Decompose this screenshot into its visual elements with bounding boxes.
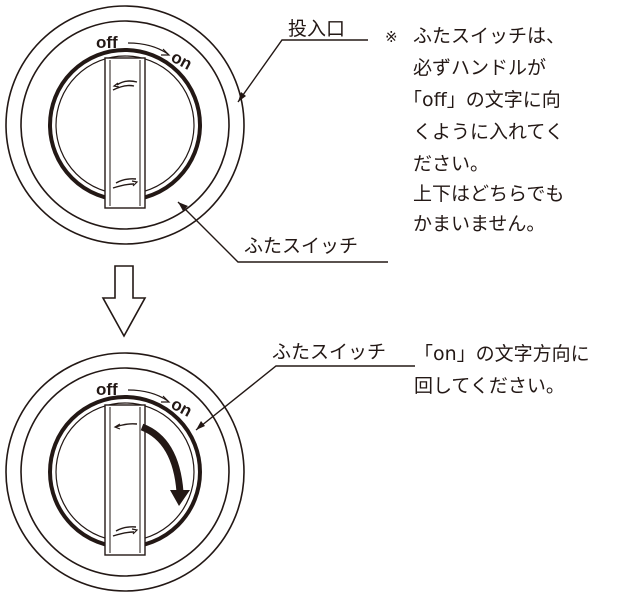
top-dial-outer-ring [5, 5, 245, 245]
top-dial-indicator-arrow [127, 42, 169, 55]
top-note-line: かまいません。 [413, 213, 545, 235]
bottom-note: 「on」の文字方向に 回してください。 [414, 343, 590, 397]
bottom-dial-indicator-arrow [127, 389, 169, 402]
bottom-note-line: 回してください。 [414, 375, 565, 397]
rotation-arrow-icon [112, 526, 139, 537]
bottom-dial-handle [104, 404, 146, 556]
note-mark: ※ [385, 28, 398, 46]
top-dial-handle [104, 57, 146, 209]
rotation-arrow-icon [113, 423, 138, 430]
top-note-line: 「off」の文字に向 [403, 89, 561, 111]
top-note-line: 必ずハンドルが [413, 57, 546, 79]
top-note-line: くように入れてく [413, 121, 564, 143]
curved-arrow-icon [140, 423, 190, 506]
lid-switch-callout-top: ふたスイッチ [177, 201, 388, 263]
rotation-arrow-icon [112, 80, 138, 91]
rotation-arrow-icon [112, 178, 139, 189]
bottom-note-line: 「on」の文字方向に [414, 343, 590, 365]
lid-switch-callout-bottom: ふたスイッチ [195, 341, 415, 431]
bottom-dial-off-label: off [96, 380, 118, 399]
top-note-line: 上下はどちらでも [413, 183, 564, 205]
top-dial-on-label: on [168, 47, 195, 74]
bottom-dial-outer-ring [5, 352, 245, 592]
top-note-line: ださい。 [413, 153, 489, 175]
top-note: ※ ふたスイッチは、 必ずハンドルが 「off」の文字に向 くように入れてく だ… [385, 25, 565, 235]
top-dial-off-label: off [96, 33, 118, 52]
bottom-dial-on-label: on [168, 394, 195, 421]
bottom-dial-middle-ring [20, 367, 230, 577]
top-dial-middle-ring [20, 20, 230, 230]
inlet-callout: 投入口 [237, 18, 368, 103]
lid-switch-label-bottom: ふたスイッチ [272, 341, 386, 363]
lid-switch-label-top: ふたスイッチ [244, 235, 358, 257]
top-note-line: ふたスイッチは、 [413, 25, 565, 47]
top-dial: off on [5, 5, 245, 245]
inlet-label: 投入口 [288, 18, 345, 40]
down-arrow-icon [101, 265, 147, 338]
bottom-dial: off on [5, 352, 245, 592]
